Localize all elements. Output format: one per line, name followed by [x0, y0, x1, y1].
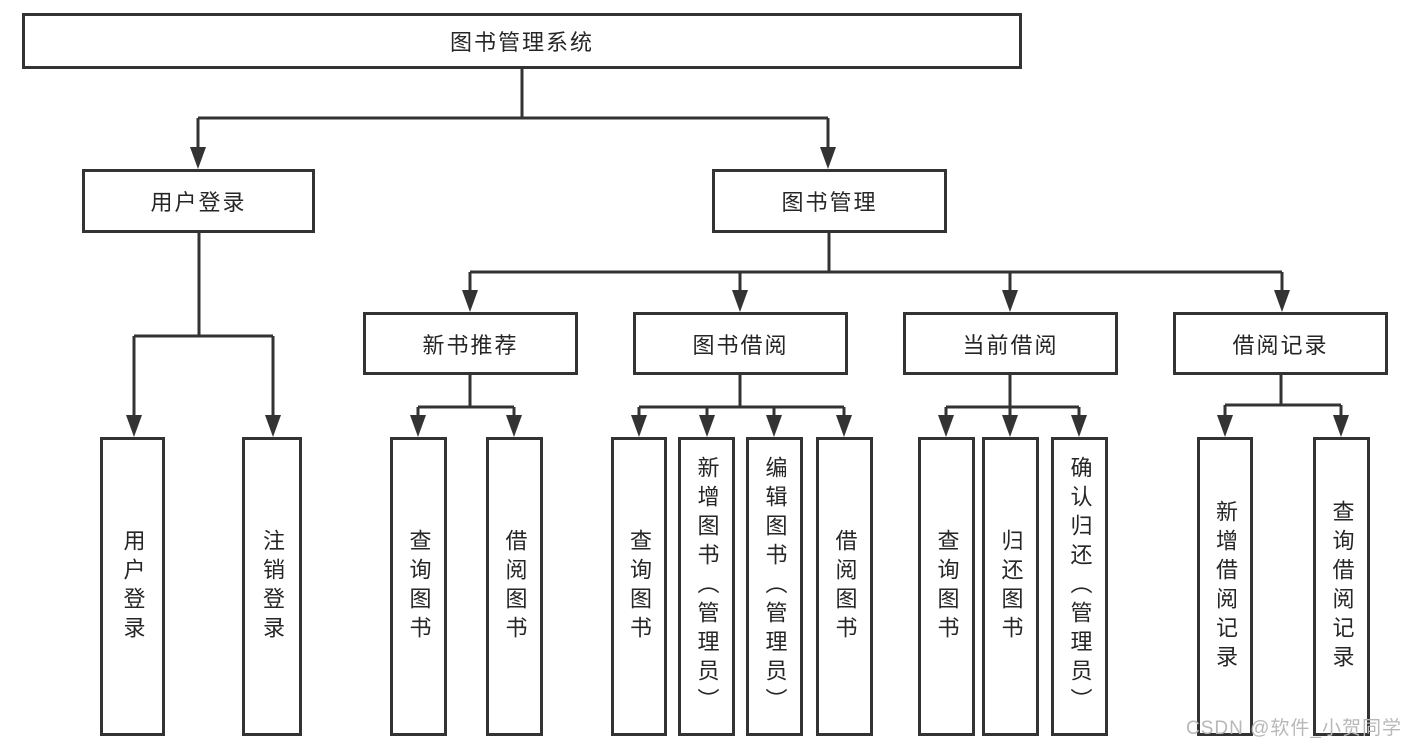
node-borrow-records: 借阅记录 — [1173, 312, 1388, 375]
leaf-user-login: 用户登录 — [100, 437, 165, 736]
leaf-add-borrow-record: 新增借阅记录 — [1197, 437, 1253, 736]
leaf-query-books-recommend-label: 查询图书 — [406, 528, 432, 645]
node-book-borrow: 图书借阅 — [633, 312, 848, 375]
leaf-add-borrow-record-label: 新增借阅记录 — [1213, 499, 1238, 674]
leaf-borrow-books-borrow: 借阅图书 — [816, 437, 873, 736]
arrowheads — [126, 147, 1349, 437]
leaf-add-book-admin-label: 新增图书（管理员） — [694, 456, 720, 717]
node-book-management-label: 图书管理 — [781, 190, 878, 215]
node-root-label: 图书管理系统 — [449, 30, 594, 55]
leaf-logout: 注销登录 — [242, 437, 302, 736]
leaf-query-books-borrow: 查询图书 — [611, 437, 667, 736]
node-borrow-records-label: 借阅记录 — [1232, 332, 1329, 358]
leaf-borrow-books-borrow-label: 借阅图书 — [832, 528, 858, 645]
node-new-book-recommend-label: 新书推荐 — [422, 332, 519, 358]
node-current-borrow: 当前借阅 — [903, 312, 1118, 375]
node-current-borrow-label: 当前借阅 — [962, 332, 1059, 358]
node-root: 图书管理系统 — [22, 13, 1022, 69]
leaf-query-borrow-record: 查询借阅记录 — [1313, 437, 1370, 736]
leaf-query-books-borrow-label: 查询图书 — [627, 528, 652, 645]
leaf-query-books-recommend: 查询图书 — [390, 437, 447, 736]
leaf-edit-book-admin-label: 编辑图书（管理员） — [762, 456, 788, 717]
leaf-confirm-return-admin: 确认归还（管理员） — [1051, 437, 1108, 736]
node-new-book-recommend: 新书推荐 — [363, 312, 578, 375]
leaf-borrow-books-recommend: 借阅图书 — [486, 437, 543, 736]
leaf-return-books: 归还图书 — [982, 437, 1039, 736]
leaf-confirm-return-admin-label: 确认归还（管理员） — [1067, 456, 1093, 717]
leaf-user-login-label: 用户登录 — [120, 528, 146, 645]
csdn-watermark: CSDN @软件_小贺同学 — [1186, 718, 1402, 739]
leaf-borrow-books-recommend-label: 借阅图书 — [502, 528, 528, 645]
leaf-query-books-current: 查询图书 — [918, 437, 975, 736]
leaf-edit-book-admin: 编辑图书（管理员） — [746, 437, 803, 736]
node-user-login: 用户登录 — [82, 169, 315, 233]
node-book-borrow-label: 图书借阅 — [692, 332, 789, 358]
leaf-query-borrow-record-label: 查询借阅记录 — [1329, 499, 1355, 674]
leaf-logout-label: 注销登录 — [260, 528, 285, 645]
leaf-query-books-current-label: 查询图书 — [934, 528, 960, 645]
leaf-return-books-label: 归还图书 — [998, 528, 1024, 645]
leaf-add-book-admin: 新增图书（管理员） — [678, 437, 735, 736]
node-book-management: 图书管理 — [712, 169, 947, 233]
node-user-login-label: 用户登录 — [150, 190, 247, 215]
